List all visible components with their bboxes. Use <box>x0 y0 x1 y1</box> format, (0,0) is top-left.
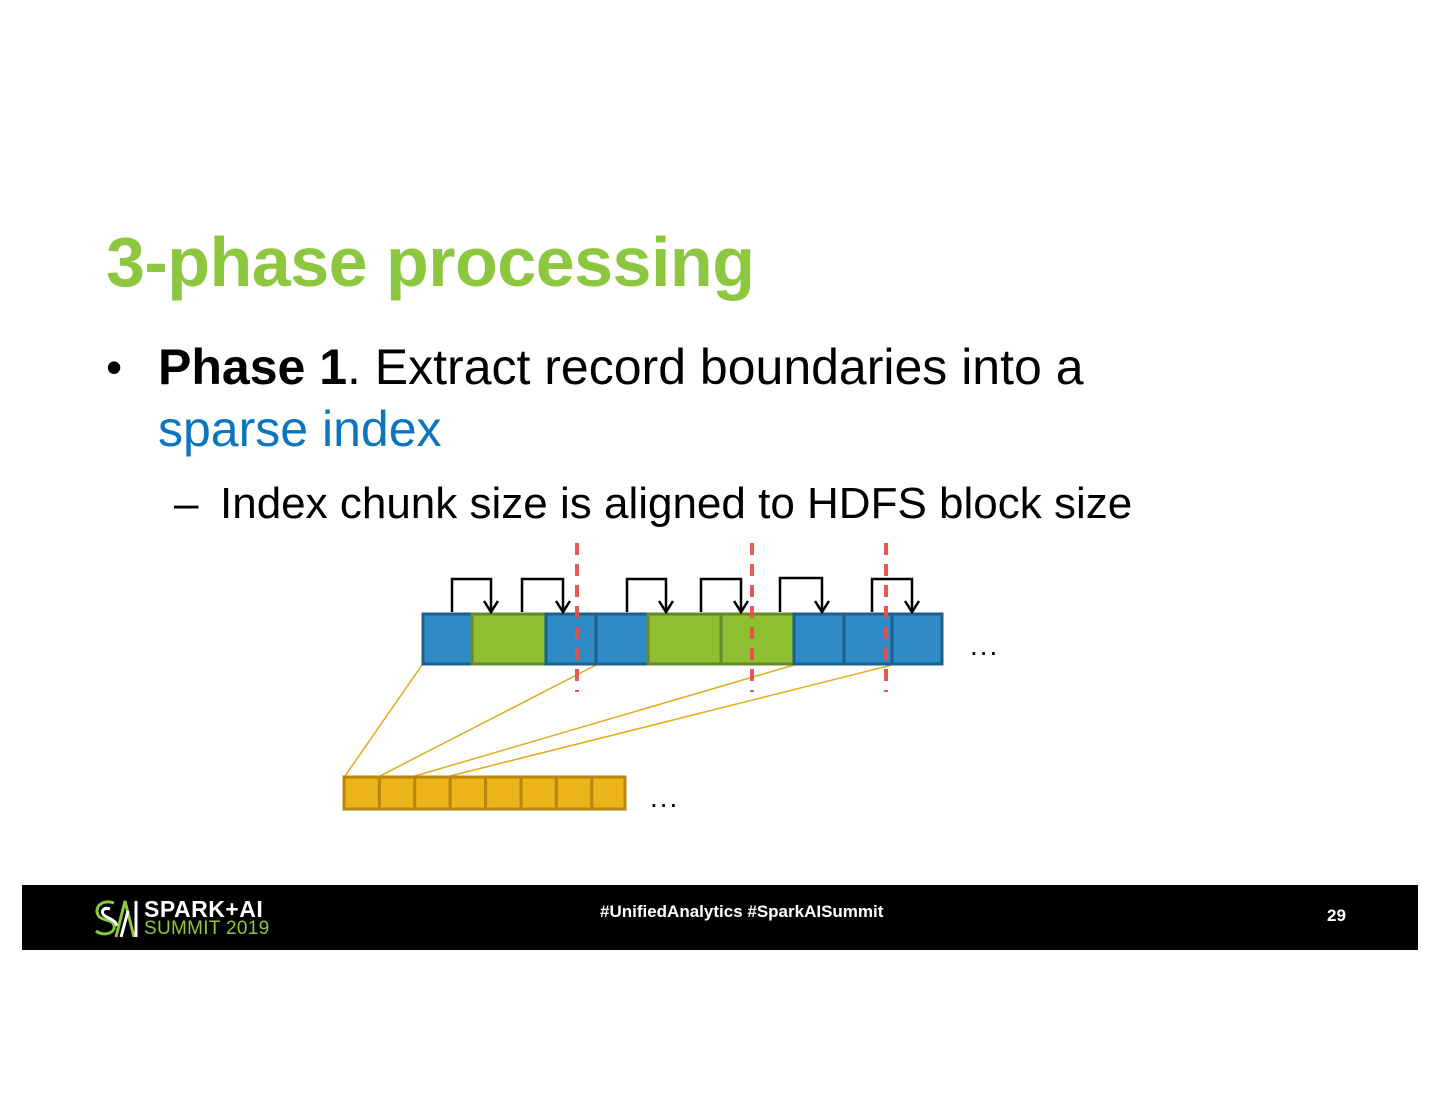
bullet-text: Phase 1. Extract record boundaries into … <box>158 336 1084 460</box>
sub-bullet-text: Index chunk size is aligned to HDFS bloc… <box>220 479 1133 528</box>
sub-bullet-item: –Index chunk size is aligned to HDFS blo… <box>174 477 1132 531</box>
record-cell-blue <box>421 612 474 666</box>
index-cell <box>590 775 627 811</box>
logo-text-summit: SUMMIT 2019 <box>144 918 270 939</box>
index-row-ellipsis: ... <box>650 782 680 813</box>
arrow-icon <box>778 576 824 612</box>
index-cell <box>448 775 488 811</box>
index-cell <box>519 775 558 811</box>
record-cell-blue <box>544 612 598 666</box>
arrow-icon <box>625 577 668 612</box>
index-cell <box>413 775 452 811</box>
index-cell <box>342 775 381 811</box>
bullet-body: . Extract record boundaries into a <box>347 339 1084 395</box>
slide-title: 3-phase processing <box>106 223 755 301</box>
record-skip-arrows <box>450 576 921 615</box>
sparse-index-row <box>342 775 627 811</box>
slide-footer: SPARK+AI SUMMIT 2019 #UnifiedAnalytics #… <box>22 885 1418 950</box>
arrow-icon <box>870 577 914 612</box>
index-cell <box>554 775 594 811</box>
record-cell-blue <box>792 612 846 666</box>
page-number: 29 <box>1327 906 1346 925</box>
record-cell-green <box>719 612 796 666</box>
spark-ai-logo-icon <box>95 900 138 938</box>
arrow-icon <box>520 577 565 612</box>
spark-ai-summit-logo: SPARK+AI SUMMIT 2019 <box>92 895 292 941</box>
index-cell <box>484 775 523 811</box>
bullet-bold-label: Phase 1 <box>158 339 348 395</box>
footer-hashtags: #UnifiedAnalytics #SparkAISummit <box>600 902 884 921</box>
sub-bullet-marker: – <box>174 479 199 528</box>
hdfs-block-boundaries <box>575 543 888 692</box>
record-cell-blue <box>890 612 944 666</box>
sparse-index-highlight: sparse index <box>158 401 442 457</box>
index-cell <box>377 775 417 811</box>
index-pointer-lines <box>344 664 893 777</box>
arrow-icon <box>699 577 743 612</box>
record-cell-green <box>646 612 723 666</box>
arrow-icon <box>450 577 493 612</box>
record-cell-green <box>470 612 548 666</box>
bullet-marker: • <box>106 341 123 393</box>
record-row <box>421 612 944 666</box>
record-row-ellipsis: ... <box>970 630 1000 661</box>
logo-text-spark-ai: SPARK+AI <box>144 896 264 922</box>
record-cell-blue <box>594 612 650 666</box>
